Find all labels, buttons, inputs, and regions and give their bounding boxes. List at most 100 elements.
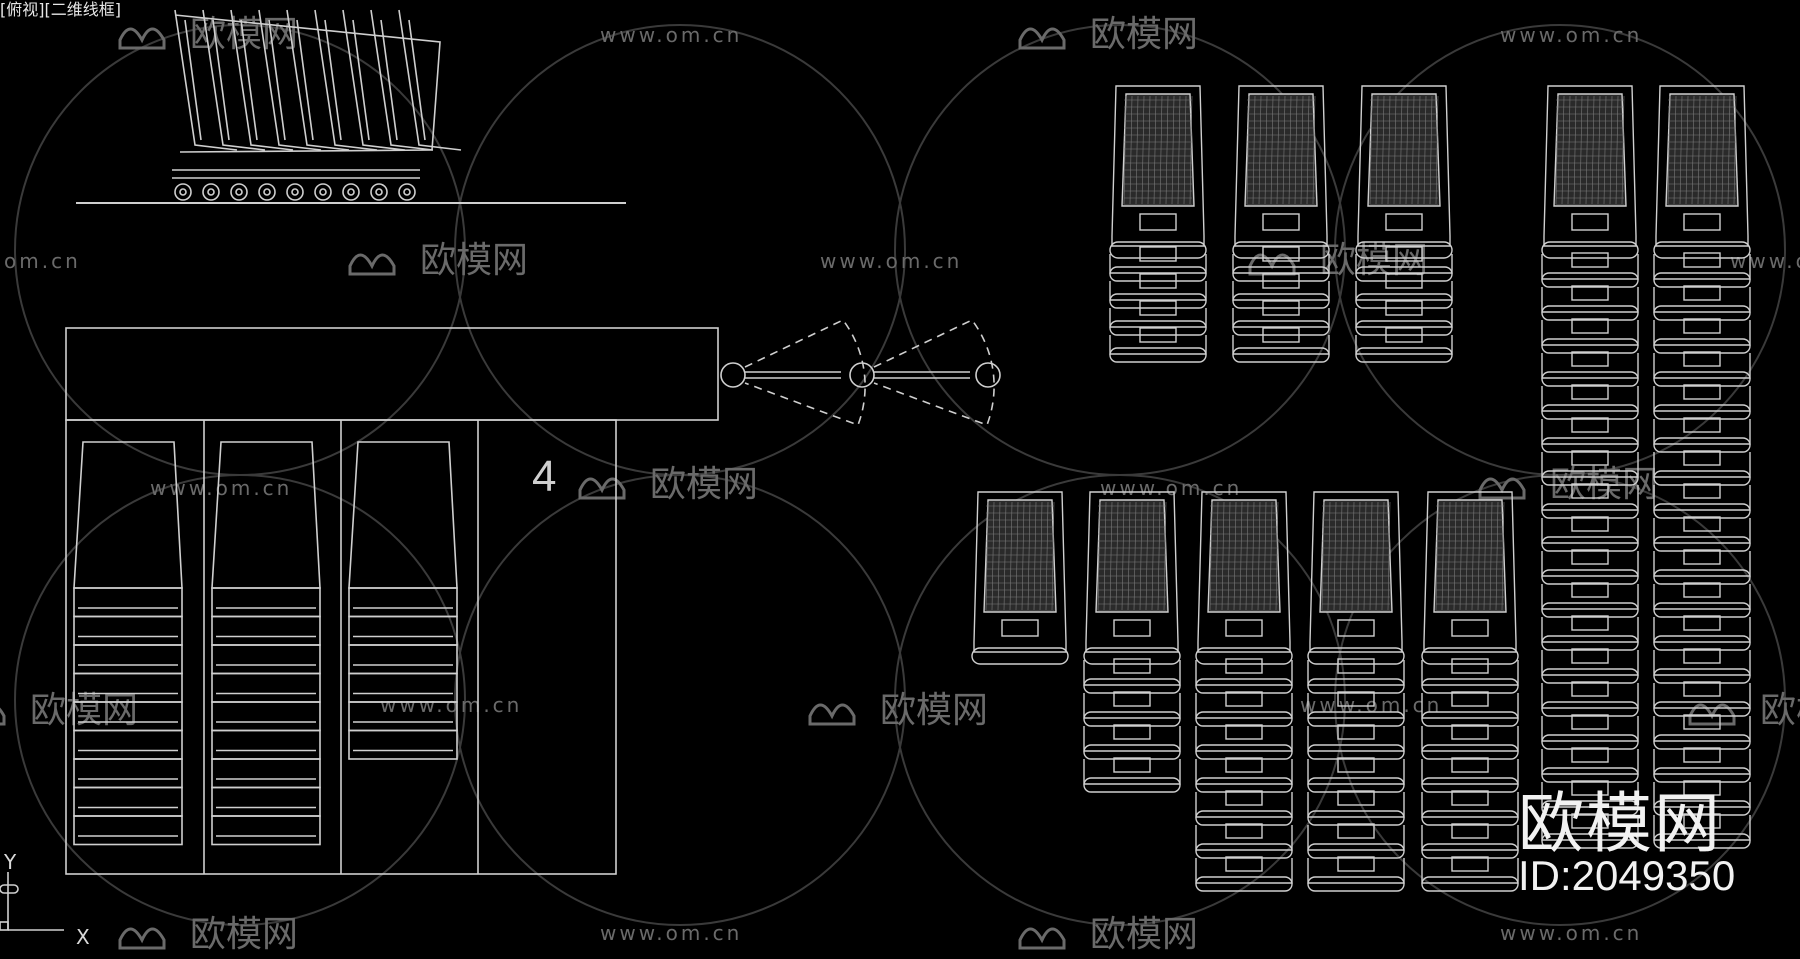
cart-nested-seat — [1337, 856, 1375, 872]
cart-handle-bar — [1421, 647, 1519, 665]
cart-mesh-basket — [1207, 499, 1281, 613]
cart-plan-nested — [73, 587, 183, 618]
watermark-url: www.om.cn — [820, 249, 962, 273]
cart-side-frame — [286, 9, 350, 151]
cart-nested-seat — [1337, 790, 1375, 806]
cart-nested-seat — [1337, 691, 1375, 707]
cart-nested-seat — [1571, 813, 1609, 829]
cart-wheel — [174, 183, 192, 201]
cart-nested-outline — [1541, 650, 1639, 676]
cart-nested-outline — [1195, 858, 1293, 884]
block-number-label: 4 — [532, 452, 557, 501]
cart-top-view-stacks — [971, 85, 1751, 892]
cart-child-seat — [1571, 213, 1609, 231]
cart-nested-handle — [1653, 371, 1751, 387]
cart-nested-handle — [1421, 711, 1519, 727]
cart-mesh-basket — [1367, 93, 1441, 207]
cart-nested-outline — [1307, 858, 1405, 884]
cart-nested-outline — [1541, 254, 1639, 280]
cart-nested-handle — [1541, 800, 1639, 816]
gate-pivot — [720, 362, 746, 388]
cart-side-handle — [380, 19, 398, 141]
cart-mesh-basket — [1665, 93, 1739, 207]
cart-nested-seat — [1683, 747, 1721, 763]
cart-nested-handle — [1421, 678, 1519, 694]
cart-nested-handle — [1355, 320, 1453, 336]
cart-nested-outline — [1653, 254, 1751, 280]
cart-handle-bar — [1653, 241, 1751, 259]
cart-plan-nested — [348, 729, 458, 760]
cart-nested-seat — [1683, 483, 1721, 499]
cart-nested-handle — [1653, 338, 1751, 354]
cart-nested-outline — [1307, 693, 1405, 719]
cart-nested-seat — [1385, 300, 1423, 316]
cart-plan-nested — [211, 786, 321, 817]
cart-nested-outline — [1541, 683, 1639, 709]
cart-nested-seat — [1571, 351, 1609, 367]
cart-plan-front — [211, 441, 321, 589]
cart-wheel-hub — [403, 188, 411, 196]
cart-nested-handle — [1653, 404, 1751, 420]
cart-nested-handle — [1083, 678, 1181, 694]
cart-nested-outline — [1541, 320, 1639, 346]
cart-basket-outline — [174, 14, 441, 153]
cart-nested-handle — [1421, 777, 1519, 793]
counter-rect — [65, 327, 719, 421]
cart-nested-handle — [1653, 602, 1751, 618]
cart-nested-handle — [1541, 503, 1639, 519]
cart-nested-seat — [1451, 790, 1489, 806]
viewport-label[interactable]: [俯视][二维线框] — [0, 0, 121, 19]
watermark-url: www.om.cn — [1100, 476, 1242, 500]
cart-nested-seat — [1225, 823, 1263, 839]
cart-nested-seat — [1225, 790, 1263, 806]
cart-wheel — [258, 183, 276, 201]
watermark-logo-icon — [0, 707, 6, 726]
cart-nested-handle — [1232, 347, 1330, 363]
cart-plan-nested — [73, 786, 183, 817]
cart-nested-outline — [1421, 792, 1519, 818]
cart-nested-outline — [1421, 660, 1519, 686]
cart-nested-seat — [1571, 450, 1609, 466]
cart-nested-outline — [1421, 726, 1519, 752]
watermark-brand: 欧模网 — [880, 690, 988, 731]
cart-nested-outline — [1195, 726, 1293, 752]
cart-nested-seat — [1683, 681, 1721, 697]
cart-nested-outline — [1653, 815, 1751, 841]
cart-nested-handle — [1195, 843, 1293, 859]
cart-wheel — [314, 183, 332, 201]
cart-nested-outline — [1541, 353, 1639, 379]
cart-nested-outline — [1195, 759, 1293, 785]
cart-nested-outline — [1355, 281, 1453, 301]
cart-nested-outline — [1307, 792, 1405, 818]
cart-nested-seat — [1683, 318, 1721, 334]
cart-nested-seat — [1225, 658, 1263, 674]
cart-nested-outline — [1232, 254, 1330, 274]
cart-wheel-hub — [179, 188, 187, 196]
cart-plan-front — [348, 441, 458, 589]
watermark-url: www.om.cn — [380, 693, 522, 717]
cart-plan-nested — [73, 758, 183, 789]
cart-nested-handle — [1541, 272, 1639, 288]
cart-nested-handle — [1541, 404, 1639, 420]
cart-nested-outline — [1541, 716, 1639, 742]
cart-nested-seat — [1113, 724, 1151, 740]
cart-nested-handle — [1653, 437, 1751, 453]
cart-nested-handle — [1541, 833, 1639, 849]
watermark-url: www.om.cn — [1730, 249, 1800, 273]
cart-wheel-hub — [207, 188, 215, 196]
watermark-url: www.om.cn — [1300, 693, 1442, 717]
watermark-circle — [454, 474, 906, 926]
cart-wheel — [230, 183, 248, 201]
cart-nested-handle — [1653, 272, 1751, 288]
cart-nested-handle — [1541, 305, 1639, 321]
cart-mesh-basket — [1121, 93, 1195, 207]
cart-nested-outline — [1109, 335, 1207, 355]
cart-nested-outline — [1109, 254, 1207, 274]
cart-handle-bar — [1232, 241, 1330, 259]
cart-nested-seat — [1451, 823, 1489, 839]
cart-nested-handle — [1653, 668, 1751, 684]
cart-nested-handle — [1653, 635, 1751, 651]
cart-nested-seat — [1571, 252, 1609, 268]
cart-nested-seat — [1451, 691, 1489, 707]
